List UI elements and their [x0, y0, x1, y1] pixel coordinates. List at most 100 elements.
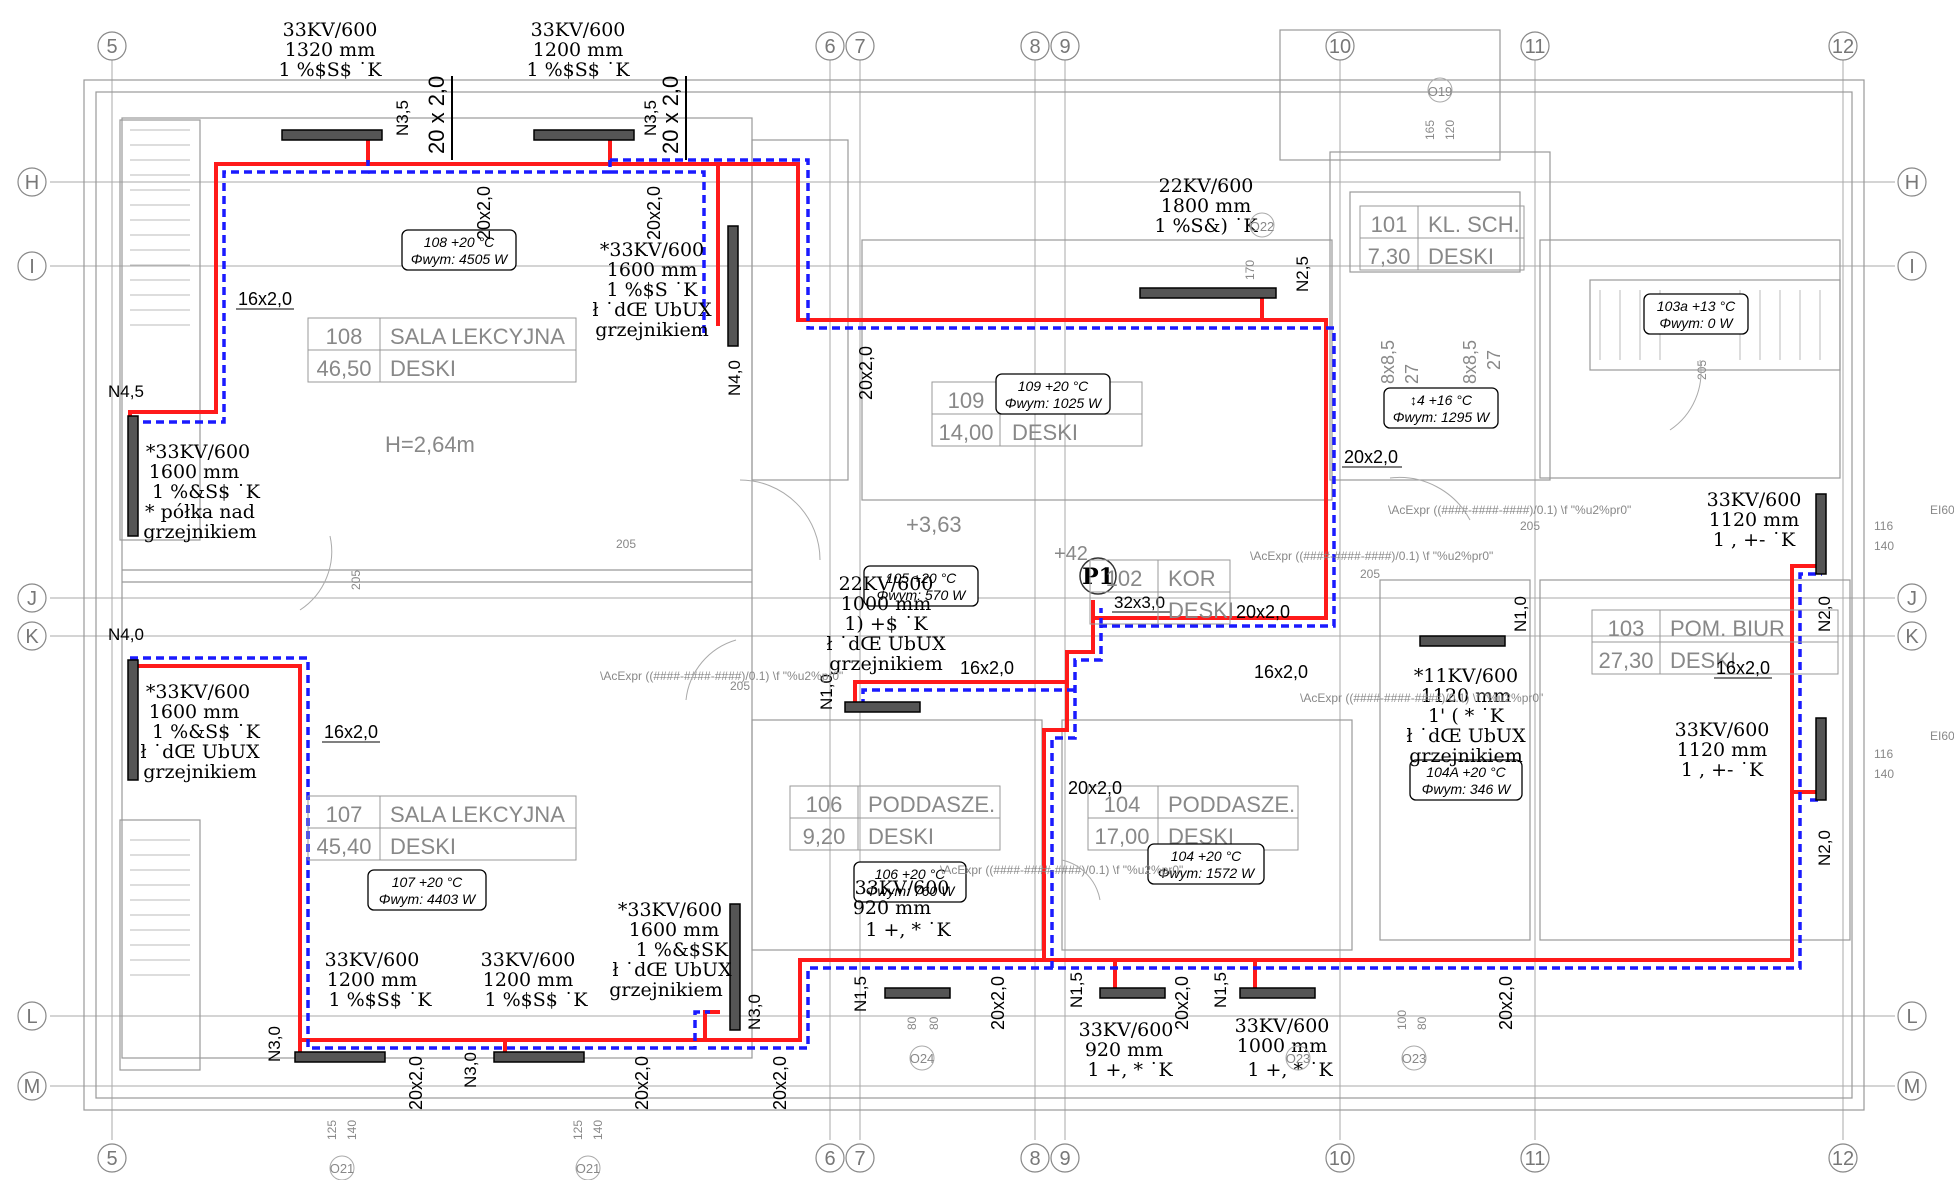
tag-104: 104 +20 °C Φwym: 1572 W — [1147, 843, 1265, 885]
svg-text:EI60: EI60 — [1930, 729, 1954, 743]
axis-12-top: 12 — [1832, 36, 1854, 58]
axis-11-top: 11 — [1525, 36, 1546, 58]
svg-text:N4,0: N4,0 — [725, 360, 744, 396]
axis-5-top: 5 — [106, 36, 117, 58]
axis-I-right: I — [1909, 256, 1915, 278]
svg-text:33KV/600: 33KV/600 — [325, 949, 420, 971]
axis-J-left: J — [27, 588, 37, 610]
radiator-108-right — [727, 225, 739, 347]
rad-label-12: 33KV/600 1200 mm 1 %$S$ ˙K — [325, 949, 433, 1011]
svg-text:ł ˙dŒ UbUX: ł ˙dŒ UbUX — [826, 633, 946, 655]
svg-text:1 +, * ˙K: 1 +, * ˙K — [865, 919, 951, 941]
svg-text:N3,0: N3,0 — [265, 1026, 284, 1062]
svg-text:20x2,0: 20x2,0 — [1172, 976, 1192, 1030]
svg-text:33KV/600: 33KV/600 — [1235, 1015, 1330, 1037]
svg-text:920 mm: 920 mm — [853, 897, 931, 919]
svg-text:33KV/600: 33KV/600 — [855, 877, 950, 899]
svg-text:grzejnikiem: grzejnikiem — [143, 761, 257, 783]
radiator-108-top-1 — [281, 129, 383, 141]
svg-text:20x2,0: 20x2,0 — [1236, 602, 1290, 622]
svg-text:106 +20 °C: 106 +20 °C — [875, 866, 946, 882]
radiator-108-top-2 — [533, 129, 635, 141]
svg-text:Φwym: 1295 W: Φwym: 1295 W — [1393, 409, 1491, 425]
svg-text:9,20: 9,20 — [803, 824, 846, 849]
radiator-106 — [884, 987, 951, 999]
rad-label-14: 33KV/600 920 mm 1 +, * ˙K — [853, 877, 952, 941]
svg-text:20x2,0: 20x2,0 — [644, 186, 664, 240]
svg-text:N2,0: N2,0 — [1815, 596, 1834, 632]
svg-text:140: 140 — [1874, 767, 1894, 781]
svg-text:20x2,0: 20x2,0 — [856, 346, 876, 400]
tag-104a: 104A +20 °C Φwym: 346 W — [1409, 759, 1523, 801]
axis-L-right: L — [1906, 1006, 1917, 1028]
room-107: 107 SALA LEKCYJNA 45,40 DESKI — [307, 795, 577, 861]
svg-text:1600 mm: 1600 mm — [607, 259, 697, 281]
riser-pipe-label: 32x3,0 — [1114, 593, 1165, 612]
svg-text:1 %$S$ ˙K: 1 %$S$ ˙K — [328, 989, 432, 1011]
svg-text:N2,0: N2,0 — [1815, 830, 1834, 866]
axis-M-left: M — [24, 1076, 41, 1098]
svg-text:104: 104 — [1104, 792, 1141, 817]
svg-text:*33KV/600: *33KV/600 — [146, 681, 250, 703]
svg-text:O21: O21 — [330, 1161, 355, 1176]
svg-text:O21: O21 — [576, 1161, 601, 1176]
svg-text:ł ˙dŒ UbUX: ł ˙dŒ UbUX — [1406, 725, 1526, 747]
axis-labels-sides: H I J K L M H I J K L M — [17, 167, 1927, 1101]
building-walls — [83, 29, 1865, 1111]
svg-text:DESKI: DESKI — [1168, 598, 1234, 623]
svg-text:22KV/600: 22KV/600 — [839, 573, 934, 595]
radiator-103-2 — [1815, 717, 1827, 801]
roof-hatching — [130, 129, 1821, 976]
svg-text:22KV/600: 22KV/600 — [1159, 175, 1254, 197]
svg-text:N3,0: N3,0 — [745, 994, 764, 1030]
svg-text:KOR: KOR — [1168, 566, 1216, 591]
svg-text:DESKI: DESKI — [1012, 420, 1078, 445]
svg-text:1) +$ ˙K: 1) +$ ˙K — [844, 613, 928, 635]
room-109: 109 14,00 DESKI — [931, 381, 1143, 447]
svg-text:N2,5: N2,5 — [1293, 256, 1312, 292]
svg-text:Φwym: 4403 W: Φwym: 4403 W — [379, 891, 477, 907]
svg-text:33KV/600: 33KV/600 — [1079, 1019, 1174, 1041]
svg-text:16x2,0: 16x2,0 — [1716, 658, 1770, 678]
rad-label-13: 33KV/600 1200 mm 1 %$S$ ˙K — [481, 949, 589, 1011]
axis-6-bottom: 6 — [824, 1148, 835, 1170]
svg-text:205: 205 — [1695, 360, 1709, 380]
radiator-104-1 — [1099, 987, 1166, 999]
svg-text:108: 108 — [326, 324, 363, 349]
svg-text:80: 80 — [905, 1016, 919, 1030]
svg-text:8x8,5: 8x8,5 — [1460, 340, 1480, 384]
svg-text:100: 100 — [1395, 1010, 1409, 1030]
svg-text:Φwym: 1572 W: Φwym: 1572 W — [1158, 865, 1256, 881]
svg-text:1600 mm: 1600 mm — [629, 919, 719, 941]
svg-text:1 %$S ˙K: 1 %$S ˙K — [606, 279, 698, 301]
axis-9-top: 9 — [1059, 36, 1070, 58]
svg-text:1 %$S$ ˙K: 1 %$S$ ˙K — [278, 59, 382, 81]
svg-text:POM. BIUR: POM. BIUR — [1670, 616, 1785, 641]
svg-text:PODDASZE.: PODDASZE. — [1168, 792, 1295, 817]
tag-105: 105 +20 °C Φwym: 570 W — [863, 565, 979, 607]
axis-5-bottom: 5 — [106, 1148, 117, 1170]
svg-text:27: 27 — [1484, 350, 1504, 370]
svg-text:140: 140 — [345, 1120, 359, 1140]
svg-text:205: 205 — [1360, 567, 1380, 581]
svg-text:1' ( * ˙K: 1' ( * ˙K — [1428, 705, 1505, 727]
axis-8-top: 8 — [1029, 36, 1040, 58]
svg-text:N4,0: N4,0 — [108, 625, 144, 644]
svg-text:1200 mm: 1200 mm — [483, 969, 573, 991]
svg-text:116: 116 — [1874, 519, 1893, 533]
radiator-109 — [1139, 287, 1277, 299]
svg-text:33KV/600: 33KV/600 — [531, 19, 626, 41]
svg-text:16x2,0: 16x2,0 — [1254, 662, 1308, 682]
svg-text:20x2,0: 20x2,0 — [406, 1056, 426, 1110]
axis-labels-top: 5 6 7 8 9 10 11 12 — [97, 31, 1858, 61]
svg-text:PODDASZE.: PODDASZE. — [868, 792, 995, 817]
svg-text:Φwym: 760 W: Φwym: 760 W — [866, 883, 957, 899]
svg-text:1 +, * ˙K: 1 +, * ˙K — [1247, 1059, 1333, 1081]
svg-text:N1,5: N1,5 — [851, 976, 870, 1012]
svg-text:N1,0: N1,0 — [1511, 596, 1530, 632]
radiator-107-bottom-1 — [294, 1051, 386, 1063]
svg-text:1000 mm: 1000 mm — [1237, 1035, 1327, 1057]
svg-text:20 x 2,0: 20 x 2,0 — [658, 76, 683, 154]
svg-text:1120 mm: 1120 mm — [1709, 509, 1799, 531]
axis-J-right: J — [1907, 588, 1917, 610]
